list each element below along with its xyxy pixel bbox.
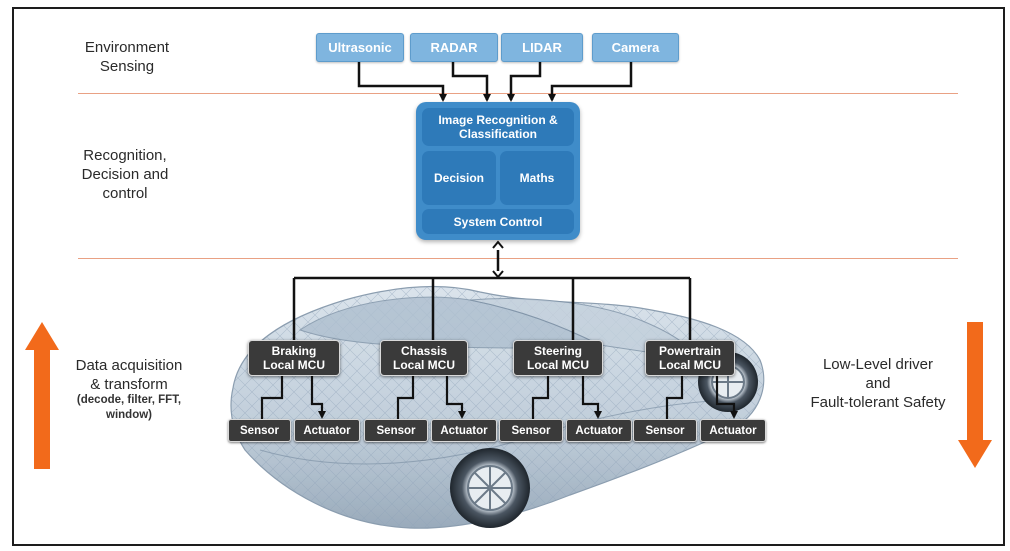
steering-actuator: Actuator xyxy=(566,419,632,442)
stage-label-environment-sensing: Environment Sensing xyxy=(84,39,170,75)
chassis-actuator: Actuator xyxy=(431,419,497,442)
maths-cell: Maths xyxy=(500,151,574,205)
stage-label-low-level: Low-Level driver and Fault-tolerant Safe… xyxy=(810,356,946,411)
chassis-sensor-link xyxy=(396,376,415,419)
sensor-box-lidar: LIDAR xyxy=(501,33,583,62)
steering-sensor-link xyxy=(531,376,550,419)
system-control-cell: System Control xyxy=(422,209,574,234)
image-recognition-cell: Image Recognition & Classification xyxy=(422,108,574,146)
connector-radar xyxy=(451,60,491,102)
chassis-actuator-link xyxy=(445,376,466,419)
powertrain-sensor-link xyxy=(665,376,684,419)
braking-actuator-link xyxy=(310,376,326,419)
stage-divider-top xyxy=(78,93,958,94)
bus-to-mcu-drops xyxy=(292,278,692,340)
chassis-sensor: Sensor xyxy=(364,419,428,442)
orange-arrow-up xyxy=(25,322,59,469)
braking-sensor: Sensor xyxy=(228,419,291,442)
connector-lidar xyxy=(507,60,542,102)
steering-sensor: Sensor xyxy=(499,419,563,442)
car-body xyxy=(230,285,765,529)
stage-label-data-acquisition: Data acquisition & transform xyxy=(75,357,183,393)
powertrain-sensor: Sensor xyxy=(633,419,697,442)
stage-label-data-acquisition-detail: (decode, filter, FFT, window) xyxy=(76,394,182,421)
mcu-io-connectors xyxy=(260,376,738,419)
sensor-box-camera: Camera xyxy=(592,33,679,62)
connector-camera xyxy=(548,60,633,102)
sensor-box-radar: RADAR xyxy=(410,33,498,62)
steering-actuator-link xyxy=(581,376,602,419)
mcu-powertrain: Powertrain Local MCU xyxy=(645,340,735,376)
processing-block: Image Recognition & Classification Decis… xyxy=(416,102,580,240)
powertrain-actuator: Actuator xyxy=(700,419,766,442)
front-wheel xyxy=(450,448,530,528)
decision-cell: Decision xyxy=(422,151,496,205)
mcu-chassis: Chassis Local MCU xyxy=(380,340,468,376)
braking-actuator: Actuator xyxy=(294,419,360,442)
stage-divider-bottom xyxy=(78,258,958,259)
powertrain-actuator-link xyxy=(715,376,738,419)
bus-connectors xyxy=(292,240,692,340)
mcu-steering: Steering Local MCU xyxy=(513,340,603,376)
braking-sensor-link xyxy=(260,376,284,419)
sensor-box-ultrasonic: Ultrasonic xyxy=(316,33,404,62)
stage-label-recognition: Recognition, Decision and control xyxy=(81,147,169,202)
orange-arrow-down xyxy=(958,322,992,468)
mcu-braking: Braking Local MCU xyxy=(248,340,340,376)
connector-ultrasonic xyxy=(357,60,447,102)
sensor-to-processing-connectors xyxy=(357,60,633,102)
